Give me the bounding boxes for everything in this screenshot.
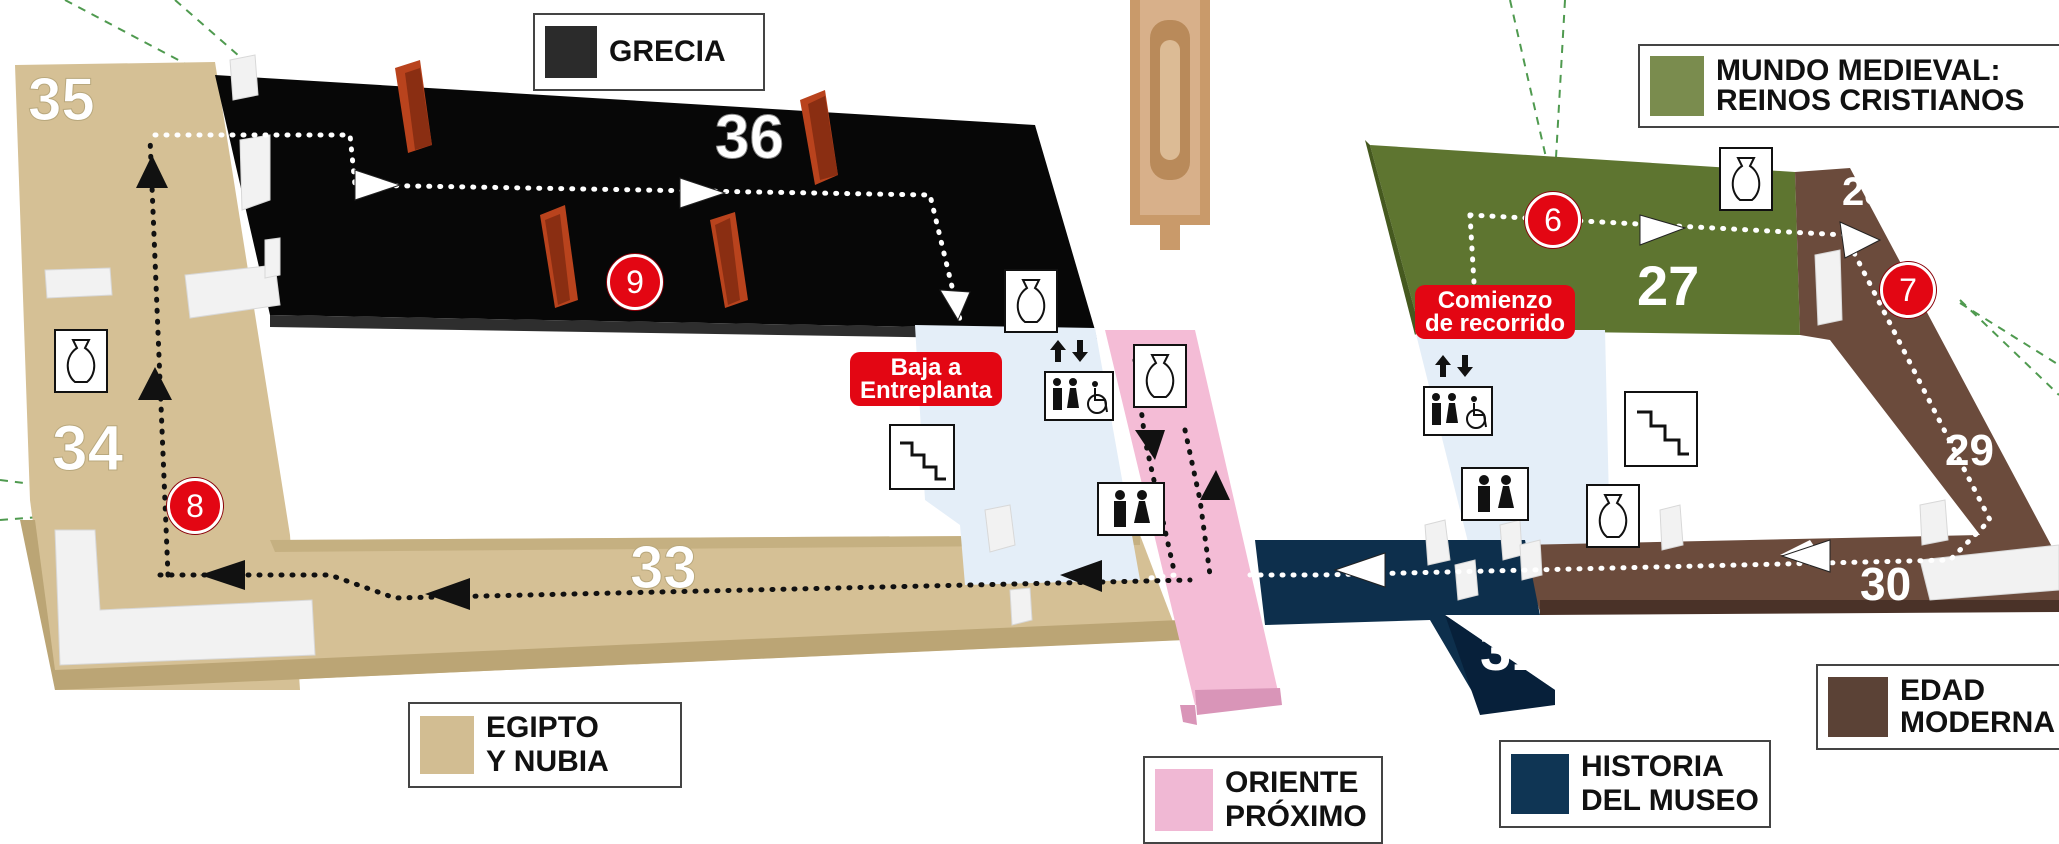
legend-oriente: ORIENTE PRÓXIMO	[1143, 756, 1383, 844]
accessible-icon	[1423, 386, 1493, 436]
room-30: 30	[1860, 558, 1911, 610]
stop-8[interactable]: 8	[167, 478, 223, 534]
legend-swatch	[1650, 56, 1704, 116]
vase-icon	[1004, 269, 1058, 333]
legend-label: EDAD MODERNA	[1900, 674, 2055, 739]
accessible-icon	[1044, 371, 1114, 421]
legend-swatch	[1828, 677, 1888, 737]
vase-icon	[1719, 147, 1773, 211]
room-27: 27	[1637, 254, 1699, 317]
legend-label: MUNDO MEDIEVAL: REINOS CRISTIANOS	[1716, 54, 2025, 117]
statue-image	[1130, 0, 1210, 250]
legend-egipto: EGIPTO Y NUBIA	[408, 702, 682, 788]
legend-edad-moderna: EDAD MODERNA	[1816, 664, 2059, 750]
restroom-icon	[1461, 467, 1529, 521]
label-comienzo-recorrido: Comienzo de recorrido	[1415, 285, 1576, 339]
room-31: 31	[1480, 619, 1542, 682]
grecia-wing	[215, 60, 1097, 340]
elevator-icon	[1050, 340, 1088, 362]
legend-swatch	[420, 716, 474, 774]
wall-blocks	[44, 54, 2059, 666]
stop-7[interactable]: 7	[1880, 262, 1936, 318]
stop-9[interactable]: 9	[607, 254, 663, 310]
legend-label: HISTORIA DEL MUSEO	[1581, 750, 1759, 817]
route-path-dark	[147, 135, 1213, 601]
vase-icon	[1586, 484, 1640, 548]
legend-swatch	[1511, 754, 1569, 814]
historia-wing	[1255, 540, 1555, 715]
legend-label: ORIENTE PRÓXIMO	[1225, 766, 1367, 833]
restroom-icon	[1097, 482, 1165, 536]
room-28: 28	[1842, 170, 1887, 214]
stairs-icon	[1624, 391, 1698, 467]
legend-label: GRECIA	[609, 35, 726, 68]
legend-mundo-medieval: MUNDO MEDIEVAL: REINOS CRISTIANOS	[1638, 44, 2059, 128]
vase-icon	[54, 329, 108, 393]
oriente-wing	[1105, 330, 1282, 725]
stop-6[interactable]: 6	[1525, 192, 1581, 248]
stairs-icon	[889, 424, 955, 490]
room-36: 36	[715, 103, 784, 172]
legend-swatch	[545, 26, 597, 78]
legend-swatch	[1155, 769, 1213, 831]
legend-label: EGIPTO Y NUBIA	[486, 711, 609, 778]
label-baja-entreplanta: Baja a Entreplanta	[850, 352, 1003, 406]
room-34: 34	[52, 412, 124, 484]
legend-grecia: GRECIA	[533, 13, 765, 91]
elevator-icon	[1435, 355, 1473, 377]
vase-icon	[1133, 344, 1187, 408]
route-arrows	[136, 155, 1882, 610]
legend-historia: HISTORIA DEL MUSEO	[1499, 740, 1771, 828]
room-35: 35	[28, 66, 95, 133]
